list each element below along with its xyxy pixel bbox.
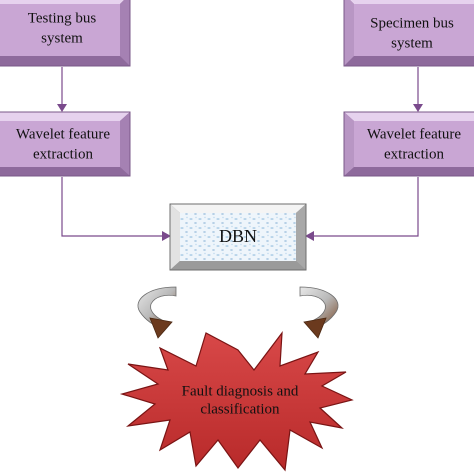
curl-arrow-left [137, 286, 177, 339]
fault-line1: Fault diagnosis and [182, 383, 299, 399]
wavelet-right-line1: Wavelet feature [367, 126, 461, 142]
testing-bus-system-box: Testing bus system [0, 0, 131, 67]
dbn-label: DBN [219, 226, 257, 246]
fault-diagnosis-starburst: Fault diagnosis and classification [119, 331, 354, 472]
testing-bus-line1: Testing bus [28, 10, 97, 26]
fault-line2: classification [200, 401, 280, 417]
arrowhead-down-right [413, 104, 423, 112]
arrow-wavelet-right-to-dbn [312, 177, 419, 237]
curl-arrow-right [299, 286, 339, 339]
arrow-wavelet-left-to-dbn [61, 177, 164, 237]
specimen-bus-system-box: Specimen bus system [343, 0, 474, 67]
connector-arrows [61, 67, 419, 237]
wavelet-right-line2: extraction [384, 146, 444, 162]
dbn-box: DBN [169, 203, 307, 271]
arrowhead-into-dbn-left [162, 231, 171, 241]
wavelet-left-line2: extraction [33, 146, 93, 162]
arrowhead-into-dbn-right [305, 231, 314, 241]
wavelet-right-box: Wavelet feature extraction [343, 111, 474, 177]
wavelet-left-line1: Wavelet feature [16, 126, 110, 142]
arrowheads [57, 104, 423, 241]
wavelet-left-box: Wavelet feature extraction [0, 111, 131, 177]
arrowhead-down-left [57, 104, 67, 112]
specimen-bus-line1: Specimen bus [370, 15, 454, 31]
testing-bus-line2: system [41, 30, 83, 46]
specimen-bus-line2: system [391, 35, 433, 51]
